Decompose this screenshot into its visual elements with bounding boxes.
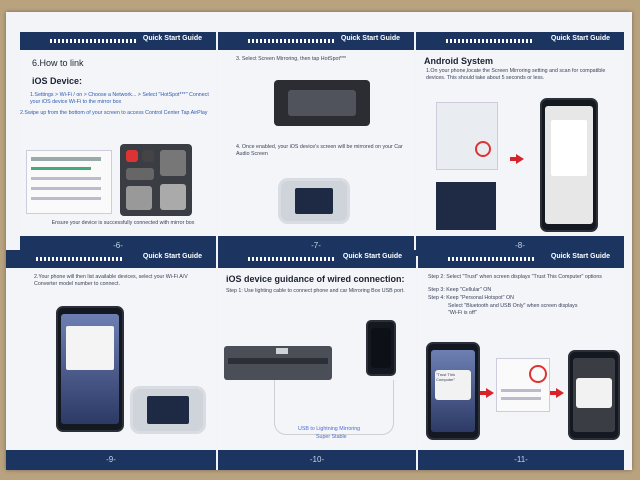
- header-label: Quick Start Guide: [142, 253, 202, 260]
- wifi-settings-screenshot: [26, 150, 112, 214]
- red-arrow: [510, 154, 524, 164]
- step-1-text: 1.On your phone,locate the Screen Mirror…: [426, 68, 606, 81]
- step-4b-text: Select "Bluetooth and USB Only" when scr…: [448, 303, 578, 316]
- panel-9: Quick Start Guide 2.Your phone will then…: [6, 250, 216, 470]
- header-label: Quick Start Guide: [342, 253, 402, 260]
- car-radio-image: [130, 386, 206, 434]
- panel-header: Quick Start Guide: [418, 250, 624, 268]
- page-number: -11-: [514, 455, 528, 464]
- panel-header: Quick Start Guide: [218, 32, 414, 50]
- step-1-text: Step 1: Use lighting cable to connect ph…: [226, 288, 405, 294]
- header-label: Quick Start Guide: [142, 35, 202, 42]
- caption-text: Ensure your device is successfully conne…: [51, 220, 195, 226]
- section-title: 6.How to link: [32, 58, 84, 68]
- android-heading: Android System: [424, 56, 494, 66]
- page-number: -9-: [106, 455, 116, 464]
- step-4-text: Step 4: Keep "Personal Hotspot" ON: [428, 295, 514, 301]
- step-2-text: Step 2: Select "Trust" when screen displ…: [428, 274, 602, 280]
- lightning-cable-image: [274, 380, 394, 435]
- page-number: -10-: [309, 455, 325, 464]
- panel-header: Quick Start Guide: [6, 250, 216, 268]
- mirroring-box-image: [224, 346, 332, 380]
- panel-6: Quick Start Guide 6.How to link iOS Devi…: [20, 32, 216, 256]
- panel-footer: -9-: [6, 450, 216, 470]
- panel-10: Quick Start Guide iOS device guidance of…: [218, 250, 416, 470]
- iphone-image: [366, 320, 396, 376]
- cellular-settings-screenshot: [496, 358, 550, 412]
- cable-label-1: USB to Lightning Mirroring: [298, 426, 361, 432]
- header-label: Quick Start Guide: [550, 35, 610, 42]
- screen-mirroring-screenshot: [274, 80, 370, 126]
- trust-phone-image: "Trust This Computer": [426, 342, 480, 440]
- panel-header: Quick Start Guide: [20, 32, 216, 50]
- step-3-text: 3. Select Screen Mirroring, then tap Hot…: [236, 56, 347, 62]
- red-arrow: [550, 388, 564, 398]
- step-2-text: 2.Your phone will then list available de…: [34, 274, 188, 287]
- ios-heading: iOS Device:: [32, 76, 83, 86]
- header-label: Quick Start Guide: [550, 253, 610, 260]
- android-phone-image: [540, 98, 598, 232]
- trust-dialog-text: "Trust This Computer": [436, 372, 455, 383]
- page-number: -7-: [311, 241, 321, 250]
- step-4-text: 4. Once enabled, your iOS device's scree…: [236, 144, 403, 157]
- page-number: -6-: [113, 241, 123, 250]
- phone-device-list-image: [56, 306, 124, 432]
- red-arrow: [480, 388, 494, 398]
- panel-header: Quick Start Guide: [416, 32, 624, 50]
- header-label: Quick Start Guide: [340, 35, 400, 42]
- hotspot-phone-image: [568, 350, 620, 440]
- android-quick-settings-screenshot: [436, 102, 498, 170]
- manual-sheet: Quick Start Guide 6.How to link iOS Devi…: [6, 12, 632, 470]
- panel-header: Quick Start Guide: [218, 250, 416, 268]
- wired-heading: iOS device guidance of wired connection:: [226, 274, 405, 284]
- panel-footer: -10-: [218, 450, 416, 470]
- panel-8: Quick Start Guide Android System 1.On yo…: [416, 32, 624, 256]
- panel-11: Quick Start Guide Step 2: Select "Trust"…: [418, 250, 624, 470]
- car-radio-image: [278, 178, 350, 224]
- step-3-text: Step 3: Keep "Cellular" ON: [428, 287, 492, 293]
- panel-7: Quick Start Guide 3. Select Screen Mirro…: [218, 32, 414, 256]
- step-1-text: 1.Settings > Wi-Fi / on > Choose a Netwo…: [30, 92, 209, 105]
- panel-footer: -11-: [418, 450, 624, 470]
- cable-label-2: Super Stable: [316, 434, 347, 440]
- control-center-screenshot: [120, 144, 192, 216]
- step-2-text: 2.Swipe up from the bottom of your scree…: [20, 110, 208, 116]
- android-home-screenshot: [436, 182, 496, 230]
- page-number: -8-: [515, 241, 525, 250]
